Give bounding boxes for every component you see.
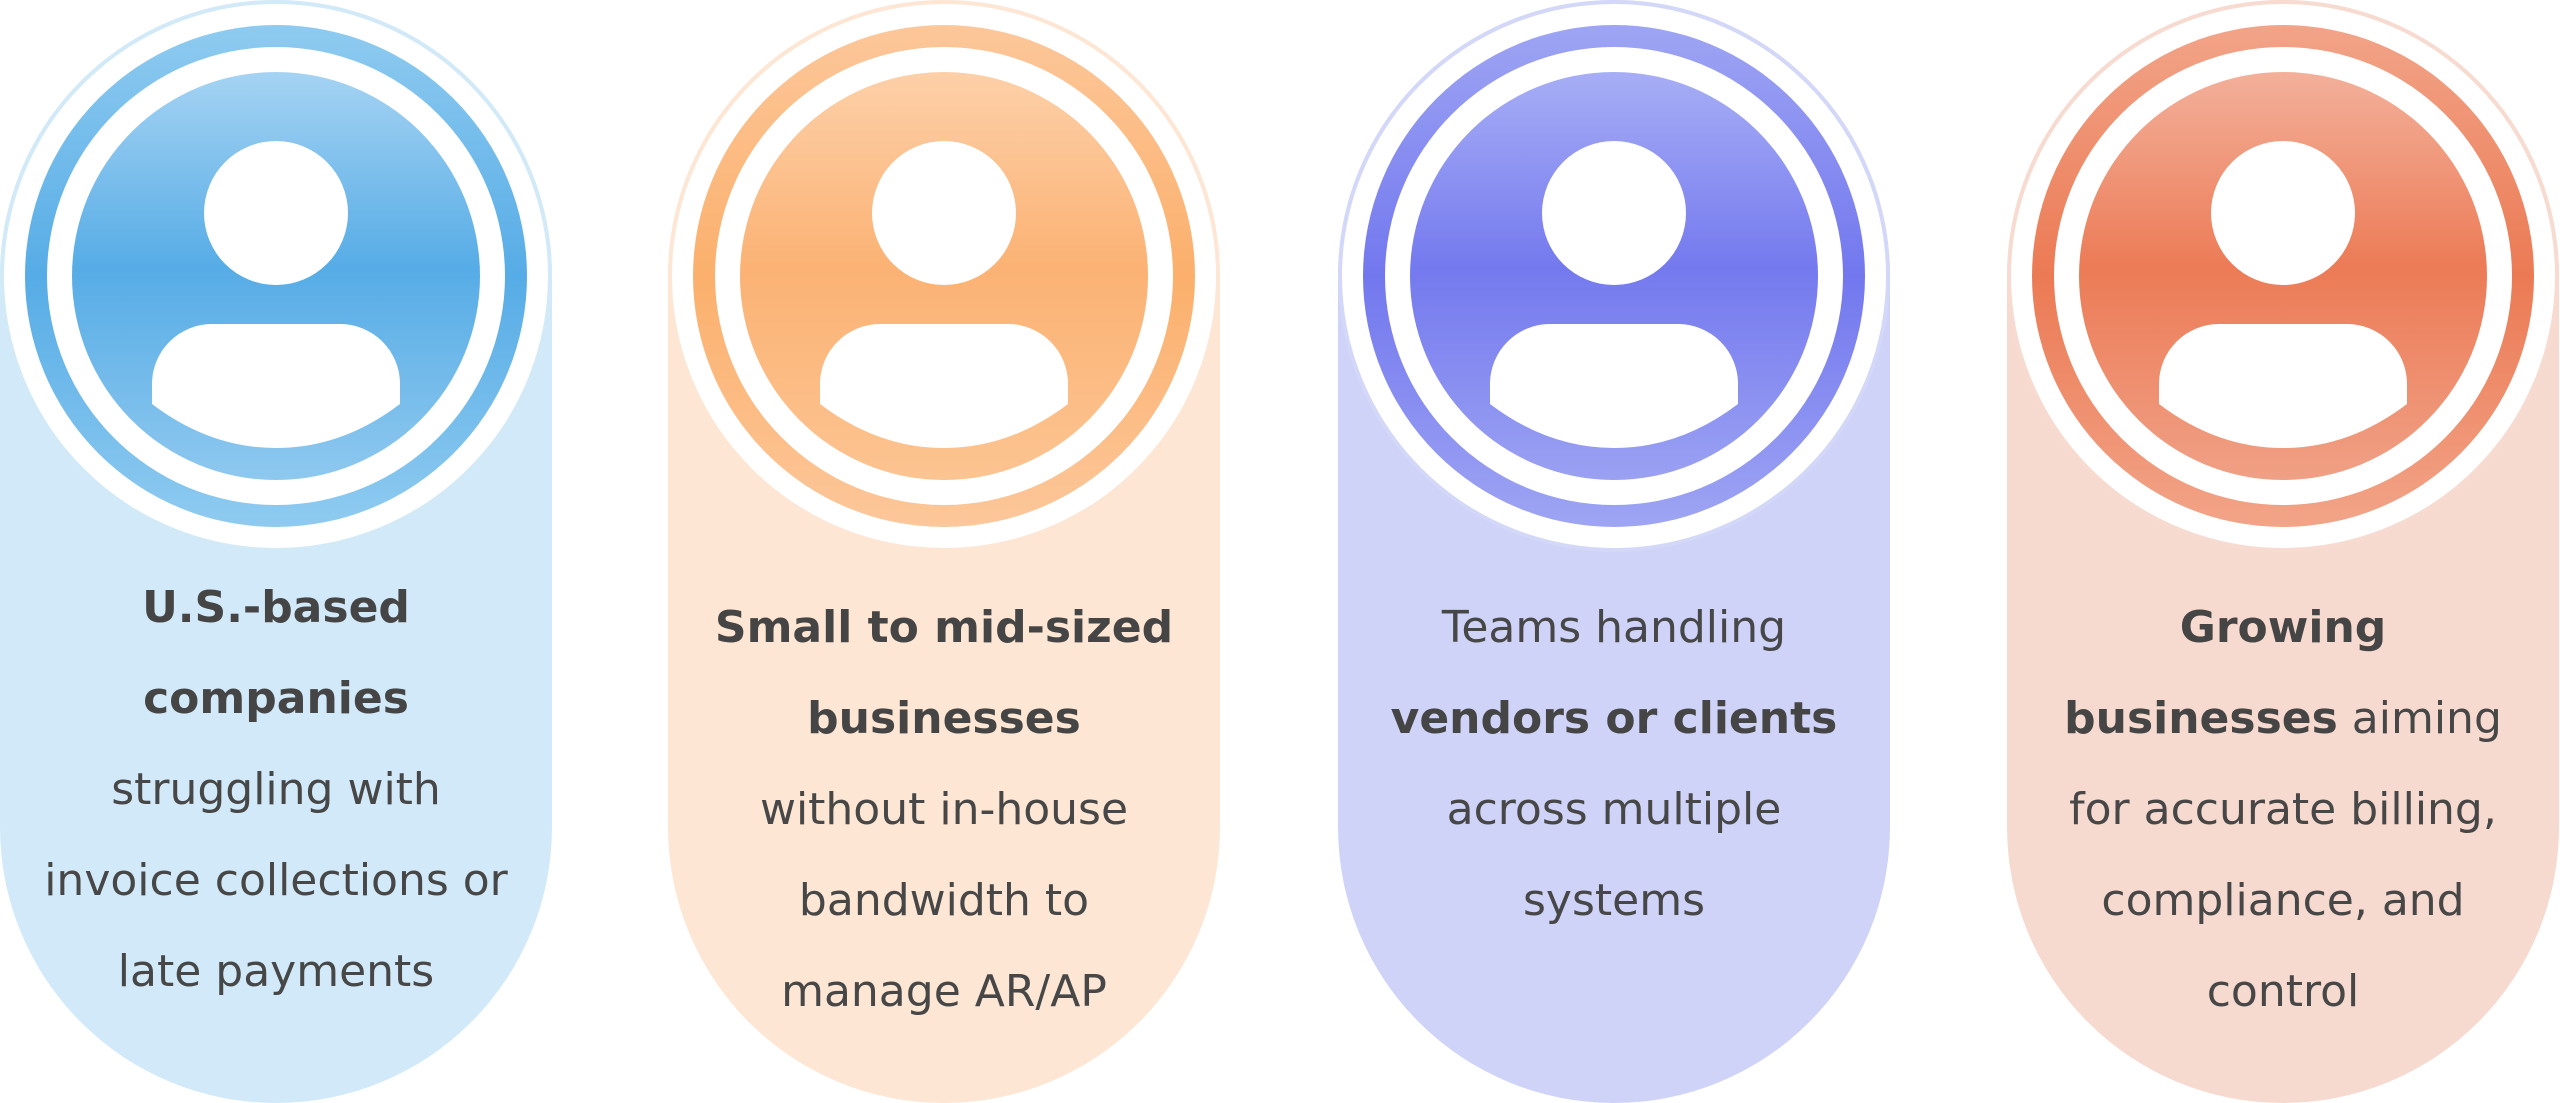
text-line: U.S.-based [142,582,410,633]
user-icon [740,72,1148,480]
card-description: Small to mid-sized businesses without in… [686,582,1202,1037]
audience-card-2: Small to mid-sized businesses without in… [668,0,1220,1103]
text-line: businesses [807,693,1081,744]
audience-card-4: Growing businesses aiming for accurate b… [2007,0,2559,1103]
audience-card-1: U.S.-based companies struggling with inv… [0,0,552,1103]
card-description: Teams handling vendors or clients across… [1356,582,1872,946]
text-line: companies [143,673,409,724]
text-line: Small to mid-sized [714,602,1174,653]
text-line: Teams handling [1441,602,1787,653]
text-line: struggling with [111,764,441,815]
text-line: control [2206,966,2360,1017]
text-line: invoice collections or [44,855,508,906]
text-line: bandwidth to [798,875,1090,926]
card-description: U.S.-based companies struggling with inv… [18,562,534,1017]
text-line: compliance, and [2101,875,2465,926]
text-line: across multiple [1446,784,1782,835]
text-line: manage AR/AP [781,966,1107,1017]
user-icon [1410,72,1818,480]
text-line: systems [1523,875,1705,926]
card-description: Growing businesses aiming for accurate b… [2025,582,2541,1037]
audience-card-3: Teams handling vendors or clients across… [1338,0,1890,1103]
user-icon [2079,72,2487,480]
user-icon [72,72,480,480]
text-line: Growing [2179,602,2387,653]
text-line: for accurate billing, [2069,784,2497,835]
text-line: vendors or clients [1390,693,1838,744]
text-line: businesses aiming [2064,693,2502,744]
text-line: late payments [117,946,435,997]
text-line: without in-house [759,784,1129,835]
